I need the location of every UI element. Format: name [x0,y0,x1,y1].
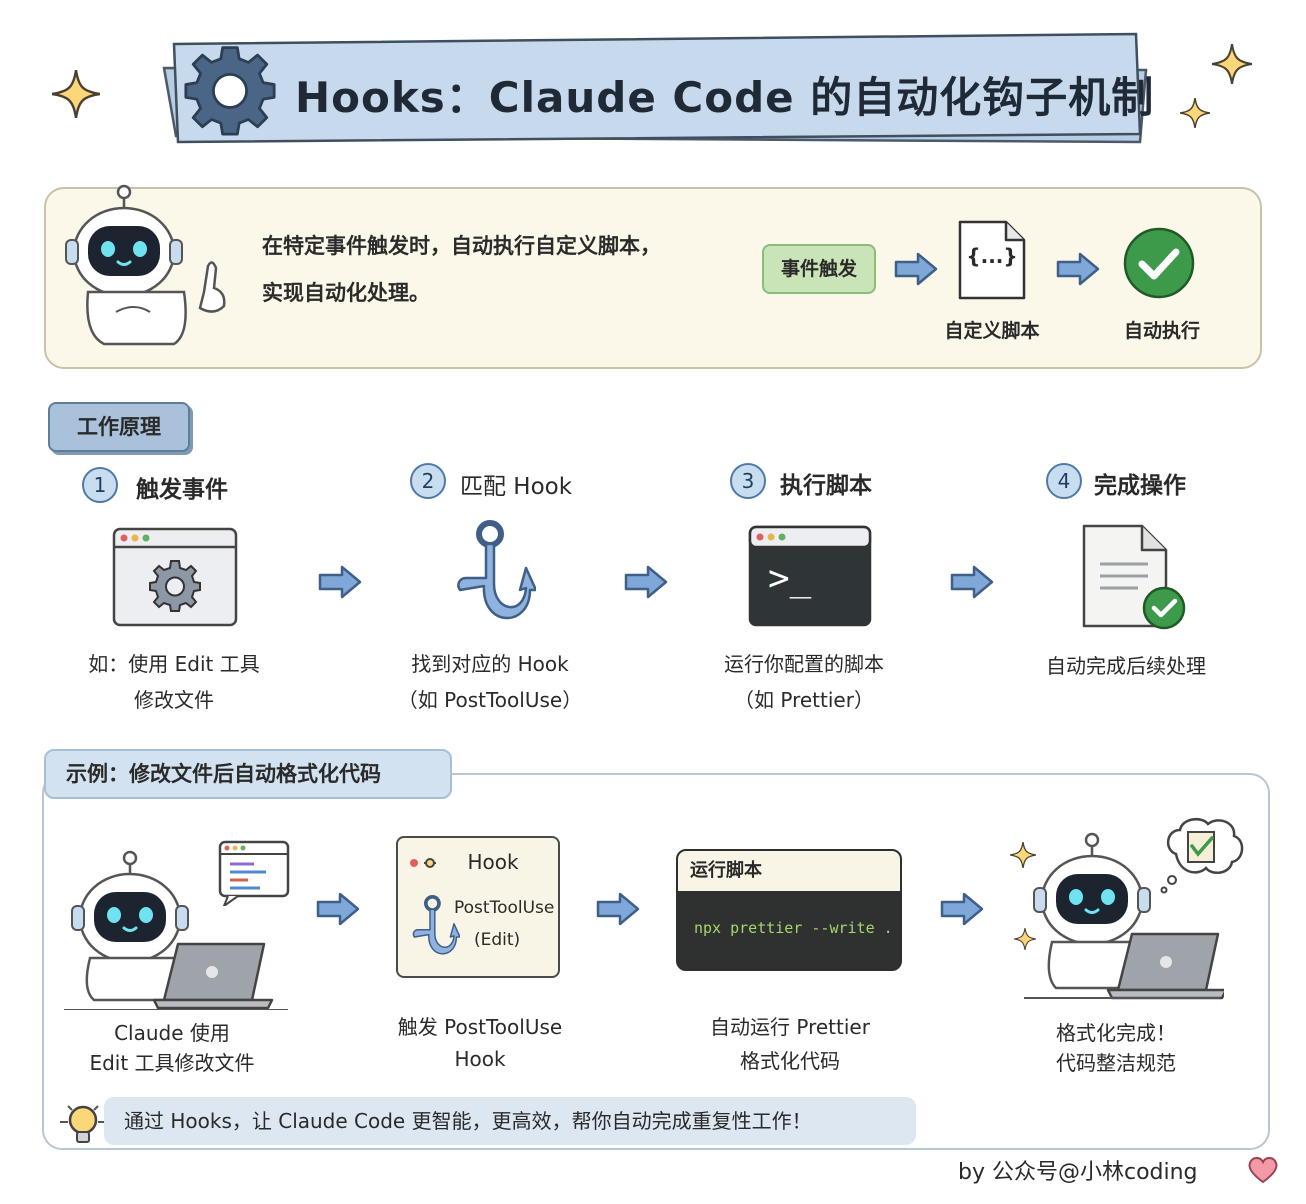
robot-laptop-icon [64,850,288,1010]
arrow-right-icon [624,565,668,599]
intro-text-line-1: 在特定事件触发时，自动执行自定义脚本， [262,234,661,258]
thought-bubble-check-icon [1160,817,1244,894]
step-title: 完成操作 [1094,473,1186,499]
example-caption: 格式化完成！ [1056,1021,1176,1045]
script-file-glyph: {...} [966,244,1018,268]
page-title: Hooks：Claude Code 的自动化钩子机制 [295,73,1155,122]
author-credit: by 公众号@小林coding [958,1160,1198,1185]
hook-icon [412,895,460,955]
check-circle-icon [1123,227,1195,299]
document-check-icon [1082,524,1186,630]
robot-mascot-icon [64,184,226,346]
title-banner: Hooks：Claude Code 的自动化钩子机制 [160,30,1155,148]
arrow-right-icon [316,892,360,926]
example-caption: Edit 工具修改文件 [89,1051,255,1075]
lightbulb-icon [60,1105,106,1143]
hook-card: Hook PostToolUse (Edit) [396,836,560,978]
step-description: 如：使用 Edit 工具 [88,652,260,676]
example-caption: 代码整洁规范 [1056,1051,1176,1075]
settings-window-icon [112,527,238,627]
arrow-right-icon [950,565,994,599]
step-description: 找到对应的 Hook [411,652,569,676]
step-number: 4 [1046,463,1082,499]
step-number: 1 [82,467,118,503]
script-label: 自定义脚本 [944,320,1040,342]
hook-card-tool: (Edit) [474,930,521,950]
sparkle-icon [1180,98,1210,128]
arrow-right-icon [940,892,984,926]
auto-run-label: 自动执行 [1123,320,1200,342]
tip-bar: 通过 Hooks，让 Claude Code 更智能，更高效，帮你自动完成重复性… [104,1097,916,1145]
git-commit-icon [410,858,436,868]
terminal-icon [748,525,872,627]
step-description: （如 Prettier） [734,688,874,712]
arrow-right-icon [894,252,938,286]
script-card-title: 运行脚本 [678,851,900,893]
robot-laptop-icon [1024,832,1224,1000]
step-description: 自动完成后续处理 [1046,654,1206,678]
sparkle-icon [52,70,100,118]
step-title: 执行脚本 [780,473,872,499]
step-description: 修改文件 [134,688,214,712]
intro-text-line-2: 实现自动化处理。 [262,281,430,305]
example-caption: Claude 使用 [114,1021,230,1045]
section-tag-work-principle: 工作原理 [48,402,190,452]
event-trigger-chip: 事件触发 [762,244,876,294]
step-number: 3 [730,463,766,499]
section-tag-example: 示例：修改文件后自动格式化代码 [44,749,452,799]
arrow-right-icon [318,565,362,599]
intro-panel [44,187,1262,369]
example-caption: 触发 PostToolUse [397,1015,563,1039]
step-title: 触发事件 [136,477,228,503]
script-card: 运行脚本 npx prettier --write . [676,849,902,971]
example-caption: 自动运行 Prettier [710,1015,870,1039]
example-caption: 格式化代码 [740,1049,840,1073]
step-description: 运行你配置的脚本 [724,652,884,676]
sparkle-icon [1212,44,1252,84]
arrow-right-icon [596,892,640,926]
step-title: 匹配 Hook [460,474,573,500]
step-description: （如 PostToolUse） [397,688,583,712]
arrow-right-icon [1056,252,1100,286]
heart-icon [1248,1157,1278,1184]
script-command: npx prettier --write . [694,919,893,937]
code-window-bubble-icon [218,840,290,906]
gear-icon [184,46,276,136]
example-caption: Hook [454,1047,506,1071]
step-number: 2 [410,463,446,499]
hook-card-event: PostToolUse [454,898,555,918]
terminal-prompt: >_ [768,558,812,599]
script-file-icon [958,220,1026,300]
hook-icon [457,520,536,620]
hook-card-title: Hook [467,850,519,874]
